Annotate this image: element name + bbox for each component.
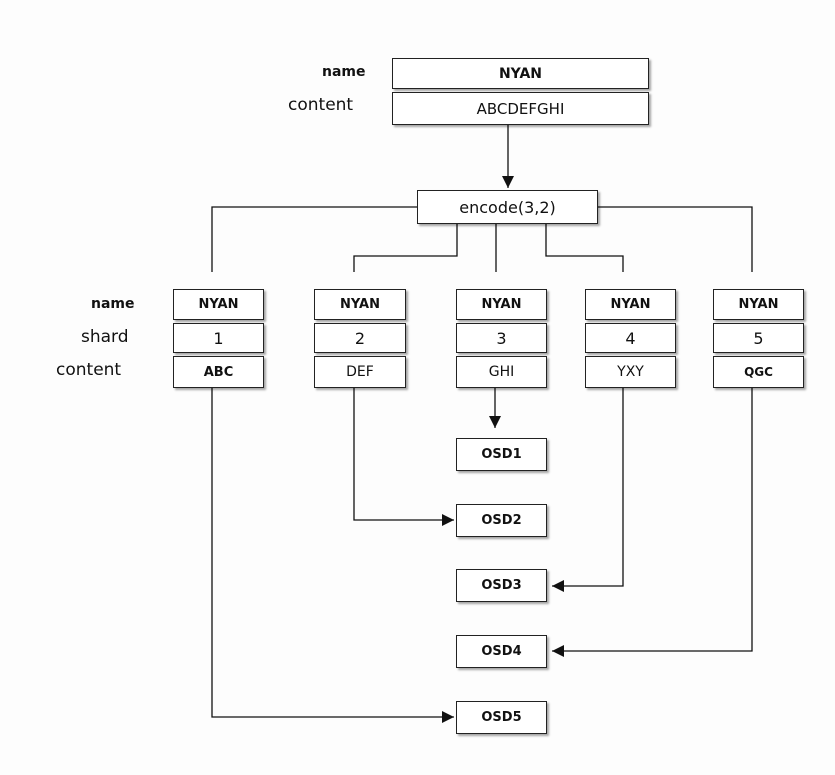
shard-4-number: 4 <box>585 323 676 353</box>
source-content-label: content <box>288 95 354 115</box>
shard-5-number: 5 <box>713 323 804 353</box>
shard-2-number: 2 <box>314 323 406 353</box>
encode-box: encode(3,2) <box>417 190 598 224</box>
shard-1-number: 1 <box>173 323 264 353</box>
arrow-shard2-to-osd2 <box>353 388 454 526</box>
branch-shard-5 <box>598 206 753 272</box>
shard-2-name: NYAN <box>314 289 406 320</box>
shard-3-content: GHI <box>456 356 547 388</box>
shard-number-label: shard <box>81 327 129 347</box>
arrow-shard5-to-osd4 <box>552 388 753 657</box>
shard-5-name: NYAN <box>713 289 804 320</box>
shard-content-label: content <box>56 360 122 380</box>
shard-name-label: name <box>91 296 135 312</box>
osd-3: OSD3 <box>456 569 547 602</box>
source-name-label: name <box>322 64 366 80</box>
shard-4-name: NYAN <box>585 289 676 320</box>
arrow-shard4-to-osd3 <box>552 388 624 592</box>
shard-4-content: YXY <box>585 356 676 388</box>
source-content-box: ABCDEFGHI <box>392 92 649 125</box>
osd-5: OSD5 <box>456 701 547 734</box>
branch-shard-4 <box>545 224 624 272</box>
branch-shard-1 <box>211 206 417 272</box>
shard-1-name: NYAN <box>173 289 264 320</box>
shard-3-name: NYAN <box>456 289 547 320</box>
shard-2-content: DEF <box>314 356 406 388</box>
branch-shard-2 <box>353 224 458 272</box>
shard-3-number: 3 <box>456 323 547 353</box>
osd-4: OSD4 <box>456 635 547 668</box>
osd-1: OSD1 <box>456 438 547 471</box>
arrow-shard1-to-osd5 <box>211 388 454 723</box>
osd-2: OSD2 <box>456 504 547 537</box>
shard-1-content: ABC <box>173 356 264 388</box>
source-name-box: NYAN <box>392 58 649 89</box>
shard-5-content: QGC <box>713 356 804 388</box>
